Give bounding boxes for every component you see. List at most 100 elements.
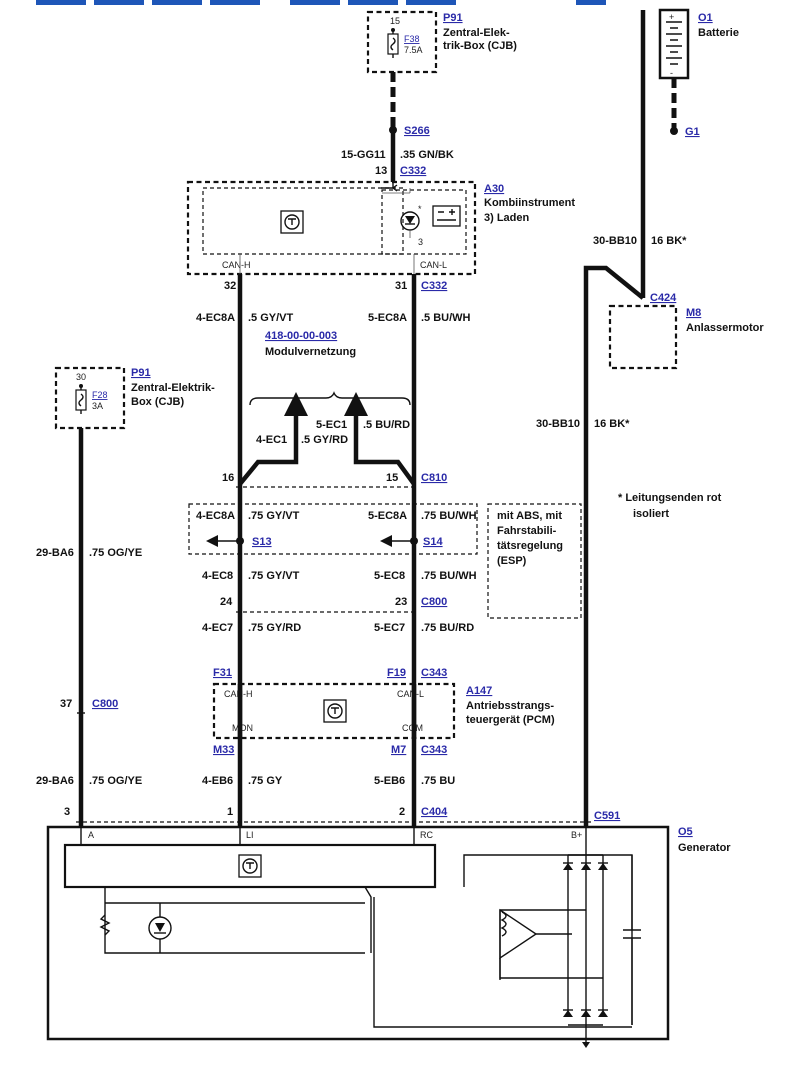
svg-text:*: *: [418, 204, 422, 214]
wire-spec-label: .75 GY/RD: [248, 622, 301, 634]
o5-name: Generator: [678, 842, 731, 854]
wire-spec-label: .75 BU/RD: [421, 622, 474, 634]
fuse-rating: 7.5A: [404, 45, 423, 55]
m33-link[interactable]: M33: [213, 744, 234, 756]
o5-link[interactable]: O5: [678, 826, 693, 838]
wire-spec-label: .75 OG/YE: [89, 775, 142, 787]
toolbar-tab[interactable]: [152, 0, 202, 5]
f19-link[interactable]: F19: [387, 667, 406, 679]
reference-link[interactable]: 418-00-00-003: [265, 330, 337, 342]
p91-top-link[interactable]: P91: [443, 12, 463, 24]
note-line: (ESP): [497, 555, 527, 567]
p91-left-fusebox: 30 F28 3A: [54, 366, 126, 430]
wire-spec-label: .5 GY/VT: [248, 312, 294, 324]
wire-bb10-generator: [583, 265, 645, 828]
wire-circuit-label: 29-BA6: [36, 775, 74, 787]
pin-label: 15: [390, 16, 400, 26]
p91-left-name: Zentral-Elektrik-: [131, 382, 215, 394]
wire-spec-label: .75 BU/WH: [421, 570, 477, 582]
s14-link[interactable]: S14: [423, 536, 443, 548]
a147-link[interactable]: A147: [466, 685, 492, 697]
wire-spec-label: .75 BU: [421, 775, 455, 787]
toolbar-tab[interactable]: [290, 0, 340, 5]
capacitor-icon: [623, 855, 641, 1025]
m7-link[interactable]: M7: [391, 744, 406, 756]
wire-circuit-label: 4-EC8A: [196, 312, 235, 324]
svg-text:+: +: [669, 12, 674, 22]
c591-link[interactable]: C591: [594, 810, 620, 822]
wire-circuit-label: 5-EC8A: [368, 312, 407, 324]
toolbar-tab[interactable]: [94, 0, 144, 5]
f31-link[interactable]: F31: [213, 667, 232, 679]
pin-label: 15: [386, 472, 398, 484]
c343-top-link[interactable]: C343: [421, 667, 447, 679]
top-toolbar: [36, 0, 606, 5]
toolbar-tab[interactable]: [210, 0, 260, 5]
m8-link[interactable]: M8: [686, 307, 701, 319]
wire-spec-label: .75 GY/VT: [248, 570, 300, 582]
c424-link[interactable]: C424: [650, 292, 677, 304]
pin-label: 3: [64, 806, 70, 818]
c332-bot-link[interactable]: C332: [421, 280, 447, 292]
can-l-label: CAN-L: [420, 260, 447, 270]
toolbar-tab[interactable]: [348, 0, 398, 5]
splice-s266: [389, 126, 397, 134]
pin-label: 3: [418, 237, 423, 247]
m8-name: Anlassermotor: [686, 322, 764, 334]
wire-circuit-label: 5-EC8A: [368, 510, 407, 522]
s13-link[interactable]: S13: [252, 536, 272, 548]
c332-top-link[interactable]: C332: [400, 165, 426, 177]
pin-label: 30: [76, 372, 86, 382]
a30-note: 3) Laden: [484, 212, 530, 224]
pin-label: 13: [375, 165, 387, 177]
fuse-f38-link[interactable]: F38: [404, 34, 420, 44]
toolbar-tab[interactable]: [576, 0, 606, 5]
m8-starter-box: [608, 304, 678, 370]
s266-link[interactable]: S266: [404, 125, 430, 137]
p91-top-name: Zentral-Elek-: [443, 27, 510, 39]
a30-link[interactable]: A30: [484, 183, 504, 195]
wire-circuit-label: 30-BB10: [593, 235, 637, 247]
ground-g1: [670, 127, 678, 135]
wire-circuit-label: 29-BA6: [36, 547, 74, 559]
wire-ec1-right: [353, 408, 416, 486]
wire-ec1-left: [238, 408, 299, 486]
o1-link[interactable]: O1: [698, 12, 713, 24]
wire-spec-label: .75 GY: [248, 775, 283, 787]
wire-circuit-label: 4-EC1: [256, 434, 287, 446]
wire-spec-label: .5 GY/RD: [301, 434, 348, 446]
wire-spec-label: .75 OG/YE: [89, 547, 142, 559]
note-line: mit ABS, mit: [497, 510, 562, 522]
wire-spec-label: .75 BU/WH: [421, 510, 477, 522]
toolbar-tab[interactable]: [406, 0, 456, 5]
p91-top-fusebox: 15 F38 7.5A: [366, 10, 438, 74]
c800-mid-link[interactable]: C800: [421, 596, 447, 608]
wire-spec-label: .35 GN/BK: [400, 149, 454, 161]
wire-circuit-label: 4-EC8: [202, 570, 233, 582]
c800-left-link[interactable]: C800: [92, 698, 118, 710]
c810-link[interactable]: C810: [421, 472, 447, 484]
pin-li-label: LI: [246, 830, 254, 840]
footnote-line: isoliert: [633, 508, 669, 520]
ground-icon: [582, 1042, 590, 1048]
fuse-f28-link[interactable]: F28: [92, 390, 108, 400]
wire-circuit-label: 5-EB6: [374, 775, 405, 787]
c404-link[interactable]: C404: [421, 806, 448, 818]
wire-spec-label: 16 BK*: [651, 235, 687, 247]
wire-circuit-label: 30-BB10: [536, 418, 580, 430]
pin-label: 31: [395, 280, 407, 292]
c343-bot-link[interactable]: C343: [421, 744, 447, 756]
wire-circuit-label: 5-EC7: [374, 622, 405, 634]
wire-spec-label: 16 BK*: [594, 418, 630, 430]
toolbar-tab[interactable]: [36, 0, 86, 5]
pin-a-label: A: [88, 830, 94, 840]
wire-circuit-label: 4-EC8A: [196, 510, 235, 522]
g1-link[interactable]: G1: [685, 126, 700, 138]
battery-icon: [432, 205, 461, 227]
rectifier-diodes: [563, 862, 608, 1017]
can-h-label: CAN-H: [222, 260, 251, 270]
pin-rc-label: RC: [420, 830, 433, 840]
p91-left-link[interactable]: P91: [131, 367, 151, 379]
note-line: tätsregelung: [497, 540, 563, 552]
